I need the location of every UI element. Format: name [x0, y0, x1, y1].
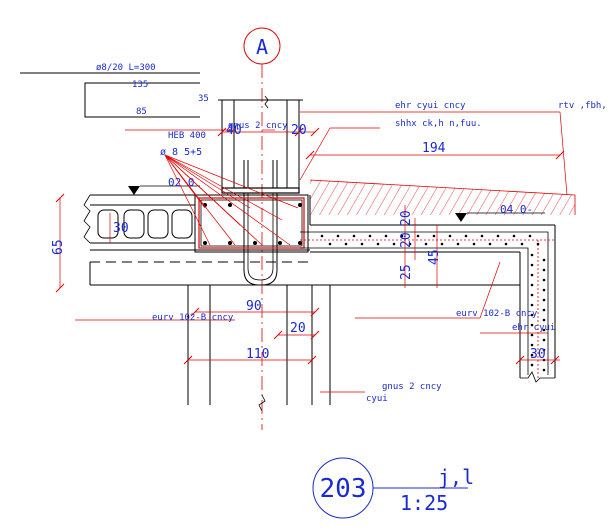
- dim-65: 65: [51, 239, 66, 255]
- dimension-lines: [55, 127, 565, 365]
- callout-cyui: cyui: [366, 394, 388, 404]
- dim-30-slab: 30: [113, 221, 129, 236]
- callout-ehr-top: ehr cyui cncy: [395, 101, 466, 111]
- level-right: 04 0-: [500, 203, 533, 216]
- dimension-texts: 40 20 194 30 65 20 20 45 25 90 20 110 30: [51, 123, 546, 362]
- leader-lines: [75, 111, 568, 393]
- stirrup-dim-bottom: 85: [136, 107, 147, 117]
- callout-gnus-bottom: gnus 2 cncy: [382, 382, 442, 392]
- detail-title-text: j,l: [438, 465, 474, 489]
- dim-110: 110: [246, 347, 269, 362]
- dim-25: 25: [399, 264, 414, 280]
- grid-bubble: A: [243, 27, 281, 430]
- dim-90: 90: [246, 299, 262, 314]
- slab-and-beams: [83, 193, 556, 412]
- callout-eurv-right: eurv 102-B cncy: [456, 309, 538, 319]
- level-marker-right: 04 0-: [455, 203, 545, 222]
- detail-title: 203 j,l 1:25: [312, 457, 474, 519]
- dim-20-vert2: 20: [399, 232, 414, 248]
- callout-shhx: shhx ck,h n,fuu.: [395, 119, 482, 129]
- steel-column: [218, 95, 303, 194]
- ground-hatch: [309, 179, 576, 215]
- callout-heb: HEB 400: [168, 131, 206, 141]
- dim-20-vert: 20: [399, 210, 414, 226]
- stirrup-dim-top: 135: [132, 80, 148, 90]
- stirrup-dim-side: 35: [198, 94, 209, 104]
- dim-194: 194: [422, 141, 446, 156]
- dim-20-mid: 20: [290, 321, 306, 336]
- dim-40: 40: [226, 123, 242, 138]
- stirrup-detail: ø8/20 L=300 135 85 35: [20, 63, 209, 118]
- dim-20-top: 20: [291, 123, 307, 138]
- callout-ehr-right: ehr cyui: [512, 323, 555, 333]
- dim-30-wall: 30: [530, 347, 546, 362]
- detail-scale: 1:25: [400, 491, 448, 515]
- dim-45: 45: [427, 249, 442, 265]
- callout-texts: gnus 2 cncy HEB 400 ø 8 5+5 ehr cyui cnc…: [152, 101, 610, 404]
- stirrup-spec: ø8/20 L=300: [96, 63, 156, 73]
- level-marker-left: 02 0: [128, 176, 200, 195]
- callout-gnus-top: gnus 2 cncy: [228, 121, 288, 131]
- callout-rebar: ø 8 5+5: [160, 147, 202, 158]
- beam-rebar: [198, 197, 305, 249]
- grid-axis-label: A: [256, 35, 268, 59]
- callout-rtv: rtv ,fbh, p: [558, 101, 610, 111]
- callout-eurv-left: eurv 102-B cncy: [152, 313, 234, 323]
- detail-number: 203: [320, 474, 367, 504]
